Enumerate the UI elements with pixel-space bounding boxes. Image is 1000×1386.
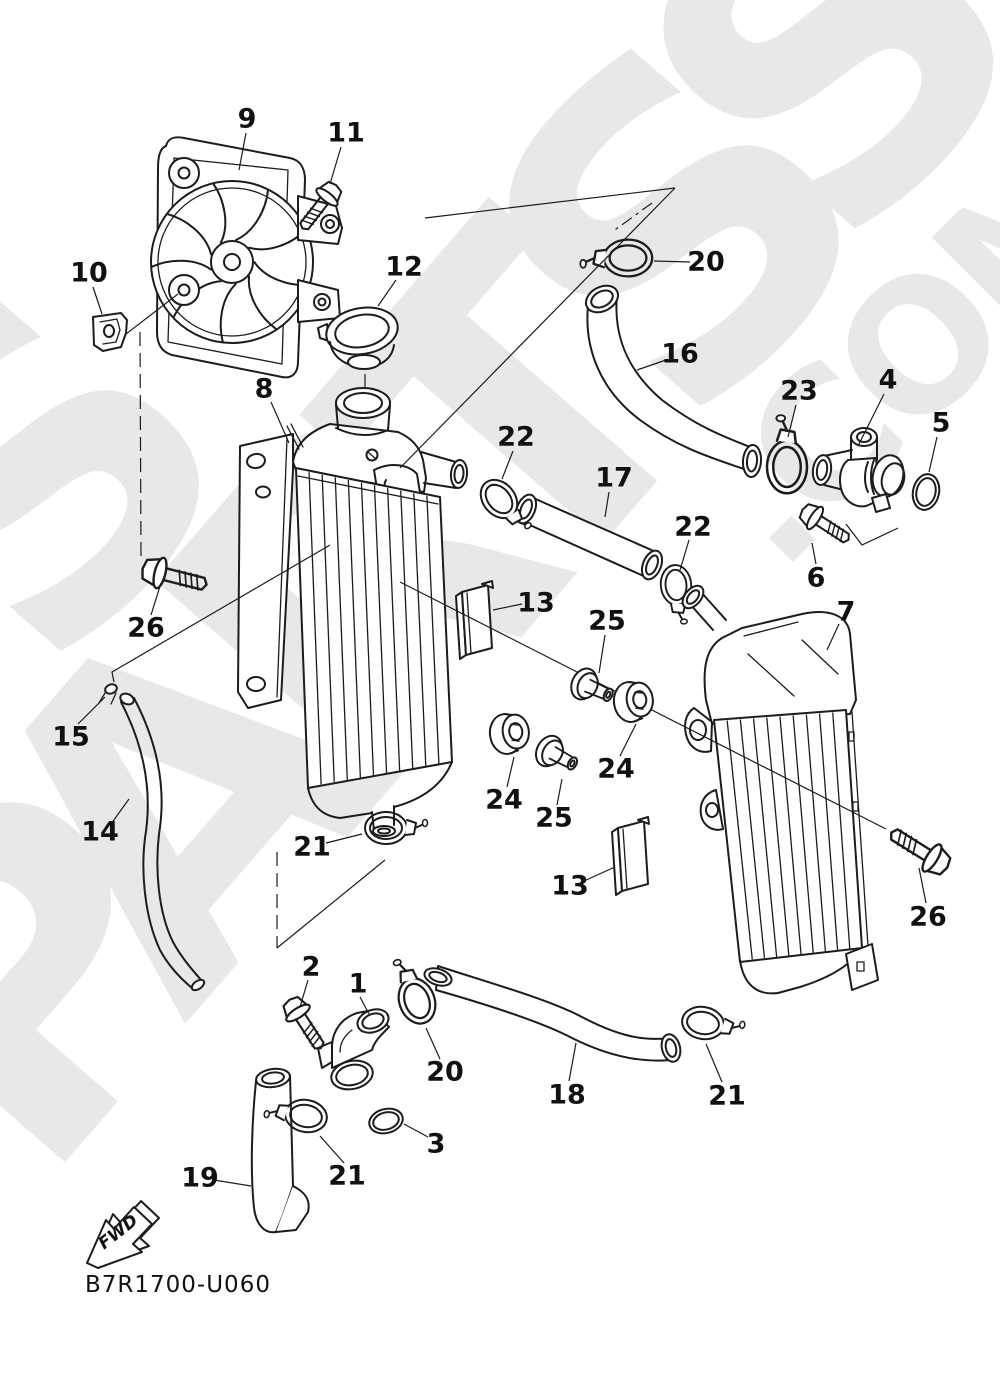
callout-leader-22-5 xyxy=(501,450,514,480)
callout-label-22-5: 22 xyxy=(497,422,535,453)
callout-leader-24-17 xyxy=(619,723,637,757)
callout-label-21-21: 21 xyxy=(293,832,331,863)
callout-label-25-19: 25 xyxy=(535,803,573,834)
middle-hose xyxy=(514,493,664,581)
callout-label-16-7: 16 xyxy=(661,339,699,370)
callout-leader-17-6 xyxy=(604,491,610,518)
callout-leader-12-3 xyxy=(377,279,397,307)
callout-label-24-17: 24 xyxy=(597,754,635,785)
callout-label-19-28: 19 xyxy=(181,1163,219,1194)
hose-clip xyxy=(98,683,118,705)
callout-leader-11-1 xyxy=(329,146,342,185)
callout-label-12-3: 12 xyxy=(385,252,423,283)
callout-label-1-25: 1 xyxy=(349,969,368,1000)
o-ring-5 xyxy=(911,473,941,511)
radiator-cap xyxy=(317,306,399,392)
callout-label-25-16: 25 xyxy=(588,606,626,637)
callout-label-14-24: 14 xyxy=(81,817,119,848)
callout-leader-4-10 xyxy=(857,393,885,447)
callout-label-13-15: 13 xyxy=(517,588,555,619)
callout-label-18-31: 18 xyxy=(548,1080,586,1111)
radiator-left-fins xyxy=(308,471,440,785)
joint-pipe xyxy=(811,427,906,513)
callout-label-3-27: 3 xyxy=(427,1129,446,1160)
callout-leader-8-4 xyxy=(270,401,290,444)
callout-leader-21-29 xyxy=(319,1135,345,1164)
callout-label-7-14: 7 xyxy=(837,597,856,628)
callout-leader-9-0 xyxy=(238,132,247,171)
hose-clamp-21-right xyxy=(678,1002,748,1047)
callout-label-9-0: 9 xyxy=(238,104,257,135)
callout-leader-20-30 xyxy=(425,1027,441,1060)
hose-clamp-20-bottom xyxy=(383,950,443,1030)
callout-label-5-11: 5 xyxy=(932,408,951,439)
callout-label-8-4: 8 xyxy=(255,374,274,405)
fan-mount-bracket xyxy=(92,312,128,352)
callout-label-2-26: 2 xyxy=(302,952,321,983)
radiator-left xyxy=(237,387,469,837)
radiator-bracket-13-bottom xyxy=(611,816,650,896)
callout-label-20-30: 20 xyxy=(426,1057,464,1088)
callout-label-21-32: 21 xyxy=(708,1081,746,1112)
callout-label-26-22: 26 xyxy=(127,613,165,644)
callout-label-22-13: 22 xyxy=(674,512,712,543)
callout-leader-24-18 xyxy=(506,756,515,788)
radiator-right xyxy=(681,584,879,995)
callout-leader-7-14 xyxy=(826,623,840,651)
callout-label-11-1: 11 xyxy=(327,118,365,149)
callout-leader-22-13 xyxy=(679,539,690,571)
callout-label-21-29: 21 xyxy=(328,1161,366,1192)
callout-leader-13-15 xyxy=(492,603,523,611)
callout-leader-13-20 xyxy=(583,866,616,882)
callout-leader-2-26 xyxy=(299,979,309,1008)
callout-leader-21-32 xyxy=(705,1043,723,1083)
callout-label-17-6: 17 xyxy=(595,463,633,494)
callout-leader-25-19 xyxy=(556,778,563,806)
callout-label-20-8: 20 xyxy=(687,247,725,278)
callout-leader-10-2 xyxy=(92,286,103,315)
callout-label-10-2: 10 xyxy=(70,258,108,289)
callout-leader-19-28 xyxy=(213,1179,252,1187)
radiator-right-fins xyxy=(726,712,851,960)
callout-leader-20-8 xyxy=(653,260,691,263)
callout-leader-18-31 xyxy=(568,1042,577,1082)
outlet-elbow-pipe xyxy=(317,1008,390,1091)
callout-leader-5-11 xyxy=(928,436,938,473)
callout-label-6-12: 6 xyxy=(807,563,826,594)
callout-leader-6-12 xyxy=(811,542,817,565)
callout-leader-26-33 xyxy=(918,867,927,904)
lower-hose xyxy=(423,965,682,1063)
diagram-code: B7R1700-U060 xyxy=(85,1272,271,1298)
callout-label-15-23: 15 xyxy=(52,722,90,753)
short-hose xyxy=(250,1067,310,1234)
callout-label-23-9: 23 xyxy=(780,376,818,407)
grommet-24-right xyxy=(610,677,657,726)
callout-label-4-10: 4 xyxy=(879,365,898,396)
callout-leader-26-22 xyxy=(150,582,162,616)
callout-leader-23-9 xyxy=(787,404,797,438)
callout-leader-14-24 xyxy=(110,798,130,825)
breather-hose xyxy=(119,692,206,992)
o-ring-3 xyxy=(368,1107,404,1135)
callout-leader-25-16 xyxy=(598,634,606,674)
callout-label-13-20: 13 xyxy=(551,871,589,902)
callout-label-24-18: 24 xyxy=(485,785,523,816)
callout-leader-3-27 xyxy=(403,1123,429,1138)
callout-leader-15-23 xyxy=(77,696,106,725)
callout-leader-21-21 xyxy=(325,833,363,844)
callout-leader-16-7 xyxy=(636,359,667,371)
callout-label-26-33: 26 xyxy=(909,902,947,933)
radiator-inlet-hose xyxy=(584,284,763,478)
callout-leader-1-25 xyxy=(359,996,370,1015)
cooling-fan-assembly xyxy=(150,136,343,379)
